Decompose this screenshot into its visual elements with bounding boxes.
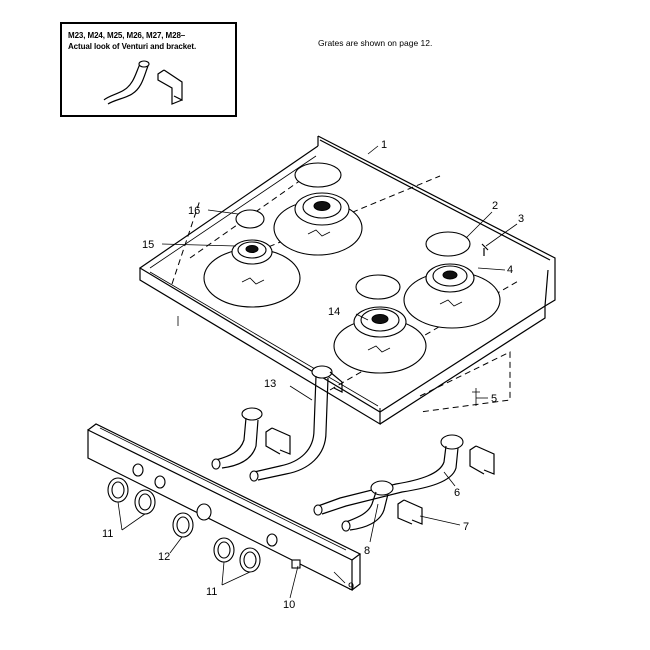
grates-note: Grates are shown on page 12.	[318, 38, 433, 48]
venturi-tube-right-rear	[313, 434, 495, 516]
knob-2	[134, 489, 156, 515]
callout-7: 7	[463, 521, 469, 533]
callout-3: 3	[518, 213, 524, 225]
burner-rear-right	[403, 231, 501, 329]
callout-10: 10	[283, 599, 295, 611]
burner-cap-rear-left	[294, 162, 342, 188]
screw-part-3	[481, 243, 489, 256]
callout-5: 5	[491, 393, 497, 405]
burner-rear-left	[273, 162, 363, 256]
knob-4	[213, 537, 235, 563]
knob-1	[107, 477, 129, 503]
burner-cap-front-right	[355, 274, 401, 300]
callout-9: 9	[348, 581, 354, 593]
callout-12: 12	[158, 551, 170, 563]
burner-cap-front-left	[235, 209, 265, 229]
inset-caption: Actual look of Venturi and bracket.	[68, 42, 197, 51]
callout-15: 15	[142, 239, 154, 251]
venturi-tube-left-front	[211, 407, 291, 470]
control-panel	[87, 423, 362, 591]
knob-3	[172, 512, 194, 538]
callout-11-right: 11	[206, 586, 217, 598]
callout-14: 14	[328, 306, 340, 318]
screw-part-5	[472, 388, 480, 406]
inset-model-list: M23, M24, M25, M26, M27, M28–	[68, 31, 186, 40]
venturi-tube-right-front	[341, 480, 423, 532]
inset-box: M23, M24, M25, M26, M27, M28– Actual loo…	[60, 22, 237, 117]
callout-2: 2	[492, 200, 498, 212]
callout-13: 13	[264, 378, 276, 390]
knob-5	[239, 547, 261, 573]
cooktop-main-top	[138, 135, 556, 426]
callout-1: 1	[381, 139, 387, 151]
burner-cap-rear-right	[425, 231, 471, 257]
igniter-switch	[291, 559, 301, 569]
callout-16: 16	[188, 205, 200, 217]
burner-front-left	[203, 209, 301, 308]
callout-6: 6	[454, 487, 460, 499]
callout-8: 8	[364, 545, 370, 557]
venturi-tube-left-rear	[249, 365, 343, 482]
callout-11-left: 11	[102, 528, 113, 540]
burner-front-right	[333, 274, 427, 374]
callout-4: 4	[507, 264, 513, 276]
leader-lines	[117, 145, 518, 599]
venturi-bracket-detail	[103, 60, 183, 105]
